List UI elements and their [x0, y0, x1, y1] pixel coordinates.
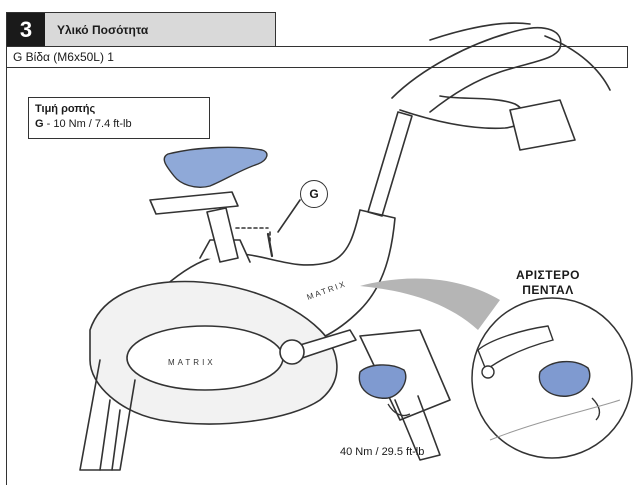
left-pedal-label-line2: ΠΕΝΤΑΛ: [522, 283, 574, 297]
frame-brand: MATRIX: [306, 279, 348, 302]
parts-list-row: G Βίδα (M6x50L) 1: [6, 46, 628, 68]
left-pedal: [538, 361, 591, 397]
page-frame-left-rule: [6, 12, 7, 485]
step-title: Υλικό Ποσότητα: [45, 13, 275, 47]
torque-title: Τιμή ροπής: [35, 103, 96, 115]
right-pedal: [358, 364, 407, 399]
handlebar-post: [367, 111, 413, 217]
torque-value: - 10 Nm / 7.4 ft-lb: [43, 118, 132, 130]
bolt-g-callout: G: [300, 180, 328, 208]
step-number: 3: [7, 13, 45, 47]
flywheel-brand: MATRIX: [168, 358, 216, 367]
left-pedal-label-line1: ΑΡΙΣΤΕΡΟ: [516, 268, 580, 282]
seat-post: [206, 207, 239, 263]
parts-line: G Βίδα (M6x50L) 1: [13, 50, 114, 64]
pedal-torque-label: 40 Nm / 29.5 ft-lb: [340, 446, 425, 458]
step-header: 3 Υλικό Ποσότητα: [6, 12, 276, 47]
bolt-g: [266, 232, 274, 258]
handlebar-right-grip: [509, 99, 576, 151]
left-pedal-label: ΑΡΙΣΤΕΡΟ ΠΕΝΤΑΛ: [488, 268, 608, 298]
seat: [163, 146, 268, 188]
torque-part-letter: G: [35, 118, 44, 130]
detail-callout-wedge: [360, 278, 500, 330]
torque-spec-box: Τιμή ροπής G - 10 Nm / 7.4 ft-lb: [28, 97, 210, 139]
handlebars: [391, 22, 611, 130]
torque-line: G - 10 Nm / 7.4 ft-lb: [35, 117, 203, 132]
